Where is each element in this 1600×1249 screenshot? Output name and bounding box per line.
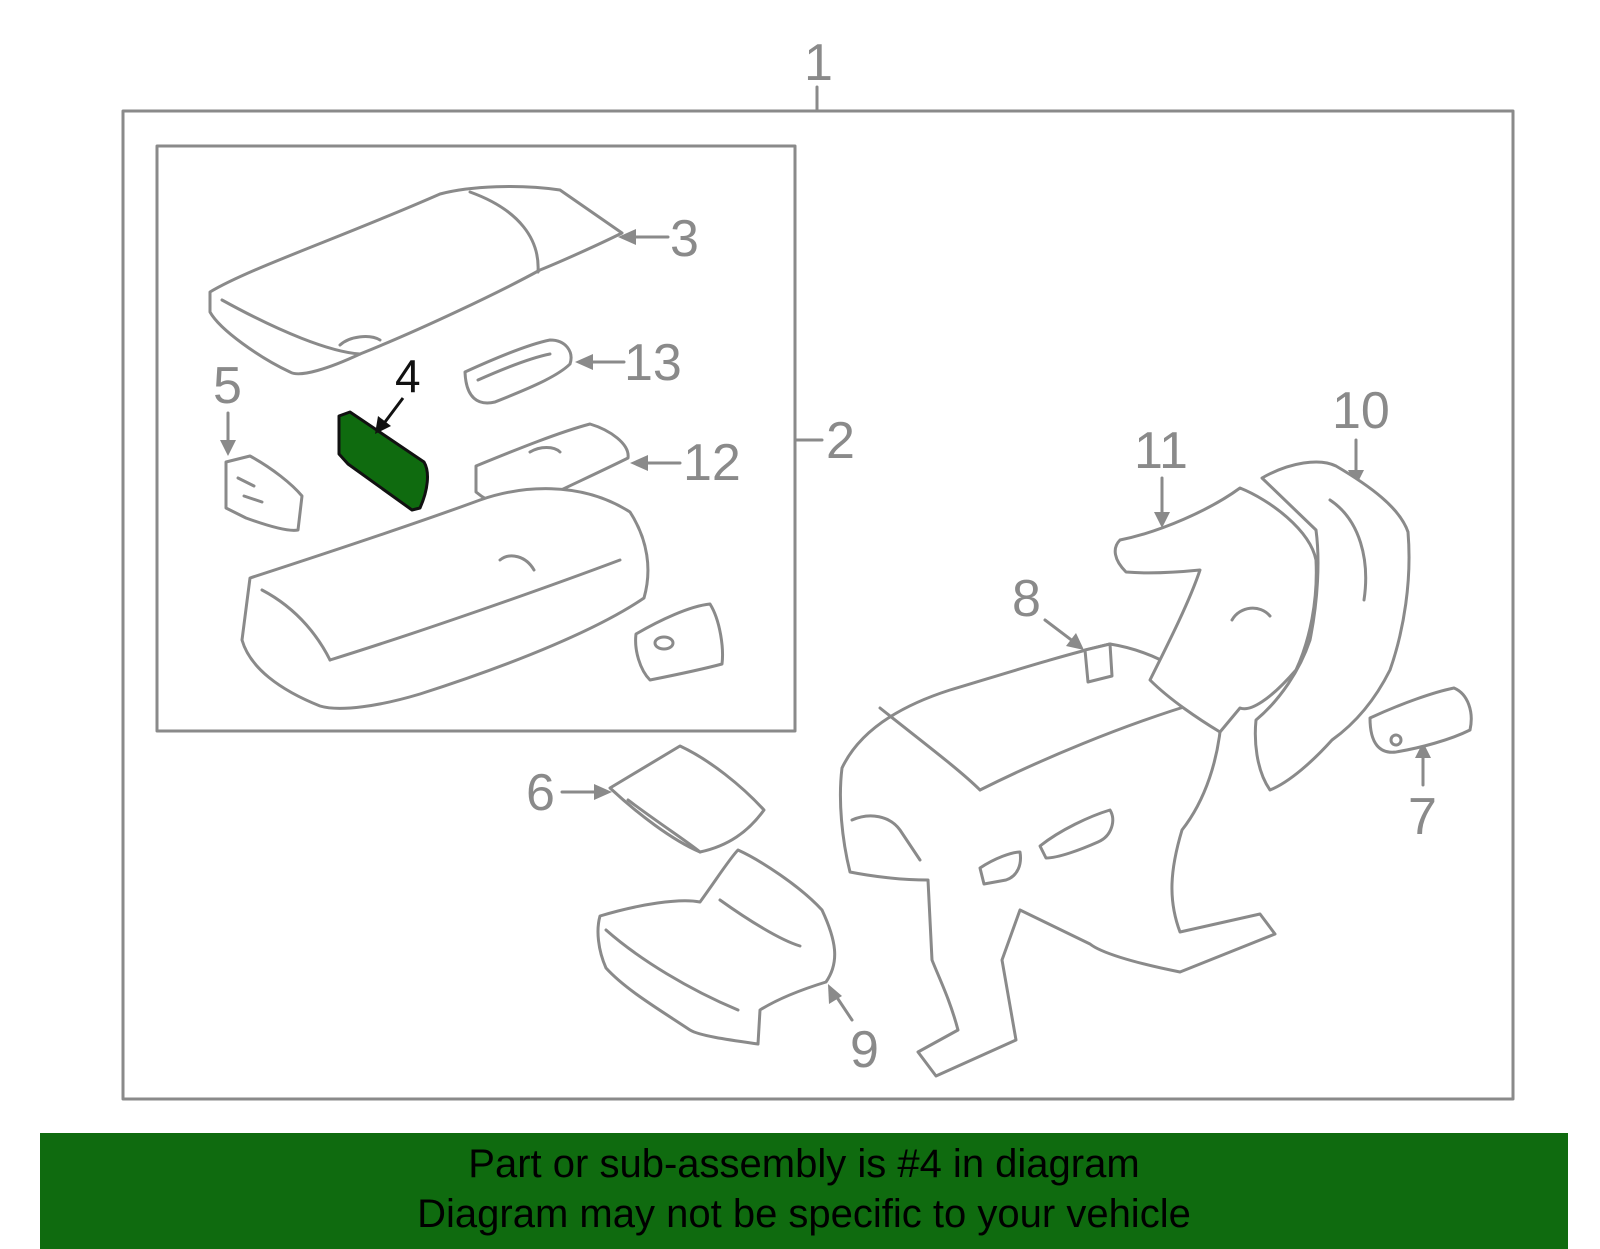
part-11-rear-panel [1113, 486, 1318, 734]
arrowhead-6 [594, 784, 612, 800]
part-4-highlighted-panel [337, 410, 429, 512]
part-2-console-box [240, 487, 650, 710]
part-10-rear-duct [1253, 460, 1411, 792]
callout-1: 1 [804, 34, 833, 92]
part-9-bin [596, 848, 837, 1046]
arrowhead-4 [375, 416, 391, 434]
banner-line-2: Diagram may not be specific to your vehi… [417, 1192, 1191, 1236]
part-6-mat [608, 744, 766, 854]
arrowhead-5 [220, 440, 236, 456]
callout-9: 9 [850, 1021, 879, 1079]
arrowhead-8 [1066, 633, 1084, 650]
callout-7: 7 [1408, 788, 1437, 846]
callout-10: 10 [1332, 382, 1390, 440]
part-5-clip [224, 454, 304, 532]
callout-3: 3 [670, 210, 699, 268]
callout-8: 8 [1012, 570, 1041, 628]
arrowhead-12 [630, 455, 648, 471]
callout-6: 6 [526, 764, 555, 822]
leader-4 [380, 397, 405, 427]
arrowhead-3 [618, 229, 636, 245]
callout-13: 13 [624, 334, 682, 392]
callout-4: 4 [395, 350, 421, 402]
part-3-armrest-lid [208, 185, 624, 376]
callout-11: 11 [1134, 422, 1188, 480]
arrowhead-11 [1154, 512, 1170, 528]
callout-5: 5 [213, 357, 242, 415]
callout-2: 2 [826, 412, 855, 470]
arrowhead-13 [575, 354, 593, 370]
banner-line-1: Part or sub-assembly is #4 in diagram [468, 1142, 1140, 1186]
arrowhead-9 [828, 984, 842, 1004]
arrowhead-7 [1415, 742, 1431, 758]
part-8-console-body [838, 642, 1277, 1078]
parts-diagram: 1 2 3 4 5 6 7 8 9 10 11 12 13 [121, 34, 1515, 1101]
part-7-end-cap [1368, 686, 1473, 754]
info-banner: Part or sub-assembly is #4 in diagram Di… [40, 1133, 1568, 1249]
part-box-trim [634, 602, 724, 682]
part-13-tray [463, 338, 573, 405]
callout-12: 12 [683, 434, 741, 492]
